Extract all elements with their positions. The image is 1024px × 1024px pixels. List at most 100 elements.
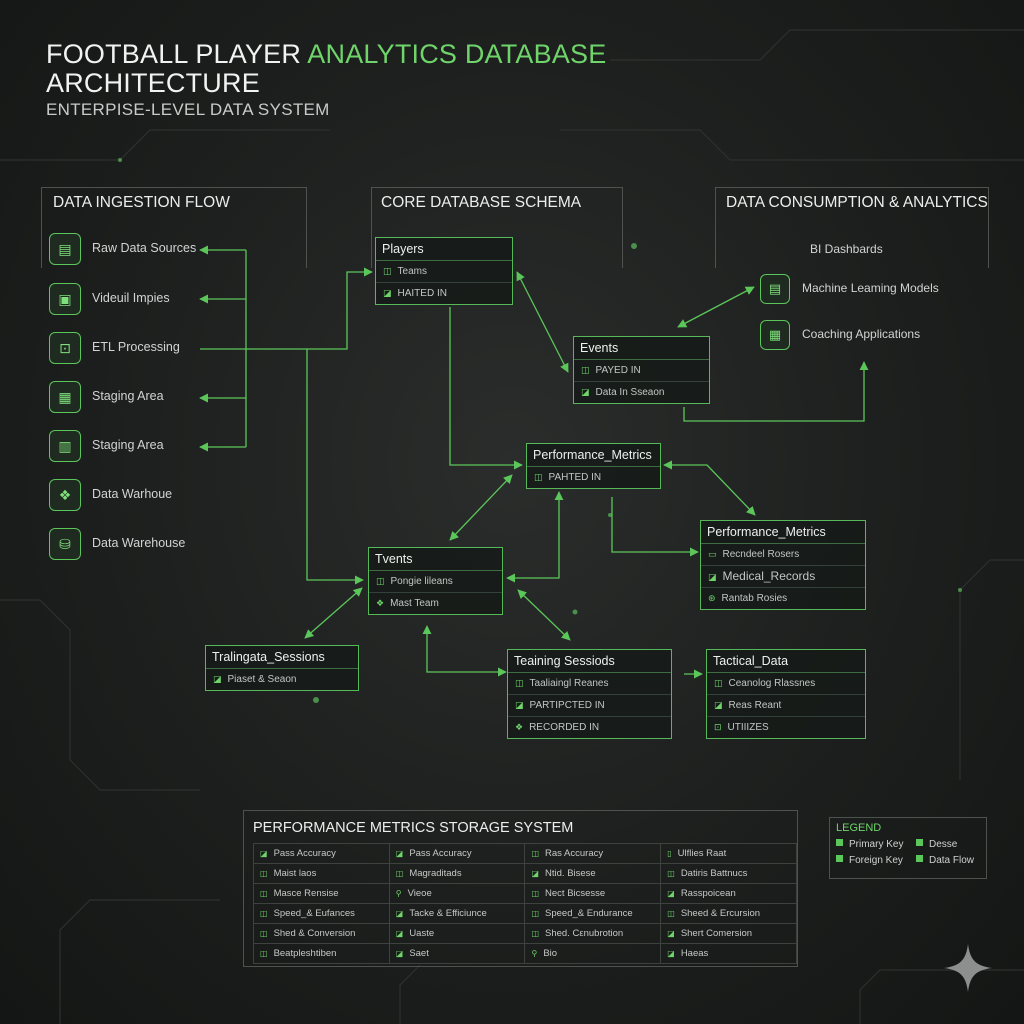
entity-players[interactable]: Players ◫Teams ◪HAITED IN — [375, 237, 513, 305]
table-row: ◫Beatpleshtiben ◪Saet ⚲Bio ◪Haeas — [253, 943, 797, 964]
metric-icon: ◫ — [260, 929, 268, 938]
ingestion-item-label: Raw Data Sources — [92, 241, 197, 255]
entity-field: ◫Ceanolog Rlassnes — [707, 673, 865, 695]
entity-training-data-sessions[interactable]: Tralinɡata_Sessions ◪Piaset & Seaon — [205, 645, 359, 691]
metric-icon: ⚲ — [531, 949, 538, 958]
sparkle-icon — [944, 944, 992, 992]
entity-name: Events — [574, 337, 709, 360]
metric-icon: ◫ — [395, 869, 404, 878]
table-cell: ◫Beatpleshtiben — [253, 943, 390, 964]
table-cell: ▯Ulflies Raat — [660, 843, 797, 864]
field-icon: ❖ — [376, 598, 385, 608]
entity-field: ◫Teams — [376, 261, 512, 283]
entity-field: ▭Recndeel Rosers — [701, 544, 865, 566]
entity-performance-metrics[interactable]: Performance_Metrics ◫PAHTED IN — [526, 443, 661, 489]
consumption-item-label: Coaching Applications — [802, 327, 921, 341]
warehouse-icon: ⛁ — [49, 528, 81, 560]
metric-icon: ◫ — [260, 889, 268, 898]
video-icon: ▣ — [49, 283, 81, 315]
field-icon: ◪ — [714, 700, 723, 710]
table-cell: ◪Pass Accuracy — [253, 843, 390, 864]
ingestion-item-staging-2[interactable]: ▥ Stagіng Area — [49, 430, 219, 464]
table-cell: ◪Ntid. Bisese — [524, 863, 662, 884]
field-icon: ◪ — [581, 387, 590, 397]
ingestion-item-label: ETL Processing — [92, 340, 180, 354]
table-cell: ◫Nect Bicsesse — [524, 883, 662, 904]
coaching-app-icon: ▦ — [760, 320, 790, 350]
entity-field: ◪PARTIPCTED IN — [508, 695, 671, 717]
metric-icon: ◫ — [260, 949, 268, 958]
entity-field: ❖Mast Team — [376, 598, 439, 609]
ml-model-icon: ▤ — [760, 274, 790, 304]
consumption-item-coaching-apps[interactable]: ▦ Coaching Applications — [760, 320, 960, 352]
field-icon: ◪ — [708, 572, 717, 582]
entity-name: Performance_Metrics — [527, 444, 660, 467]
metric-icon: ◫ — [667, 909, 675, 918]
field-icon: ◪ — [383, 288, 392, 298]
schema-panel — [371, 187, 623, 268]
table-cell: ◫Ras Accuracy — [524, 843, 662, 864]
ingestion-item-raw-data-sources[interactable]: ▤ Raw Data Sources — [49, 233, 219, 267]
entity-field: ◪Piaset & Seaon — [213, 674, 297, 685]
staging-icon: ▥ — [49, 430, 81, 462]
entity-tvents[interactable]: Tvents ◫Pongie lileans ❖Mast Team — [368, 547, 503, 615]
ingestion-item-warehouse-1[interactable]: ❖ Data Warhoue — [49, 479, 219, 513]
legend-swatch — [916, 855, 923, 862]
table-cell: ◪Haeas — [660, 943, 797, 964]
metric-icon: ◫ — [260, 909, 268, 918]
table-cell: ◫Shed. Cεnubrotion — [524, 923, 662, 944]
etl-icon: ⊡ — [49, 332, 81, 364]
storage-panel — [243, 810, 798, 967]
server-icon: ▤ — [49, 233, 81, 265]
ingestion-item-label: Staging Area — [92, 389, 164, 403]
field-icon: ⊡ — [714, 722, 722, 732]
field-icon: ◪ — [213, 674, 222, 684]
table-cell: ◫Speed_& Endurance — [524, 903, 662, 924]
table-row: ◫Shed & Conversion ◪Uaste ◫Shed. Cεnubro… — [253, 923, 797, 944]
entity-field: ❖RECORDED IN — [515, 722, 600, 733]
table-cell: ◪Shert Comersion — [660, 923, 797, 944]
entity-field: ◪HAITED IN — [383, 288, 447, 299]
table-row: ◫Speed_& Eufances ◪Tacke & Efficiunce ◫S… — [253, 903, 797, 924]
legend-swatch — [836, 839, 843, 846]
entity-field: ⊛Rantab Rosies — [708, 593, 788, 604]
field-icon: ◫ — [714, 678, 723, 688]
entity-field: ◫Taaliaingl Reanes — [508, 673, 671, 695]
entity-field: ⊡UTIIIZES — [714, 722, 769, 733]
warehouse-icon: ❖ — [49, 479, 81, 511]
entity-performance-metrics-detail[interactable]: Performance_Metrics ▭Recndeel Rosers ◪Me… — [700, 520, 866, 610]
entity-training-sessions[interactable]: Teaining Sessiods ◫Taaliaingl Reanes ◪PA… — [507, 649, 672, 739]
ingestion-item-label: Data Warhoue — [92, 487, 173, 501]
metric-icon: ◫ — [531, 909, 540, 918]
table-cell: ⚲Vieoe — [388, 883, 526, 904]
table-cell: ◫Speed_& Eufances — [253, 903, 390, 924]
consumption-item-ml-models[interactable]: ▤ Machine Leaming Models — [760, 274, 960, 306]
entity-tactical-data[interactable]: Tactical_Data ◫Ceanolog Rlassnes ◪Reas R… — [706, 649, 866, 739]
ingestion-item-video[interactable]: ▣ Videuil Impies — [49, 283, 219, 317]
ingestion-item-warehouse-2[interactable]: ⛁ Data Warehouse — [49, 528, 219, 562]
table-cell: ◫Masce Rensise — [253, 883, 390, 904]
table-cell: ◫Magraditads — [388, 863, 526, 884]
ingestion-item-label: Videuil Impies — [92, 291, 170, 305]
schema-title: CORE DATABASE SCHEMA — [381, 194, 582, 211]
field-icon: ◪ — [515, 700, 524, 710]
storage-title: PERFORMANCE METRICS STORAGE SYSTEM — [253, 820, 574, 836]
table-row: ◪Pass Accuracy ◪Pass Accuracy ◫Ras Accur… — [253, 843, 797, 864]
title-part1: FOOTBALL PLAYER — [46, 39, 308, 69]
table-cell: ◪Uaste — [388, 923, 526, 944]
metric-icon: ◪ — [395, 929, 404, 938]
entity-field: ◫PAYED IN — [574, 360, 709, 382]
consumption-panel — [715, 187, 989, 268]
consumption-title: DATA CONSUMPTION & ANALYTICS — [726, 194, 988, 211]
legend-item-primary-key: Primary Key — [836, 839, 903, 850]
ingestion-item-label: Data Warehouse — [92, 536, 186, 550]
entity-events[interactable]: Events ◫PAYED IN ◪Data In Sseaon — [573, 336, 710, 404]
ingestion-item-etl[interactable]: ⊡ ETL Processing — [49, 332, 219, 366]
field-icon: ▭ — [708, 549, 717, 559]
ingestion-item-staging-1[interactable]: ▦ Staging Area — [49, 381, 219, 415]
entity-name: Players — [376, 238, 512, 261]
bi-dashboards-label[interactable]: BI Dashbards — [810, 242, 883, 256]
metrics-table: ◪Pass Accuracy ◪Pass Accuracy ◫Ras Accur… — [253, 843, 797, 964]
table-cell: ⚲Bio — [524, 943, 662, 964]
